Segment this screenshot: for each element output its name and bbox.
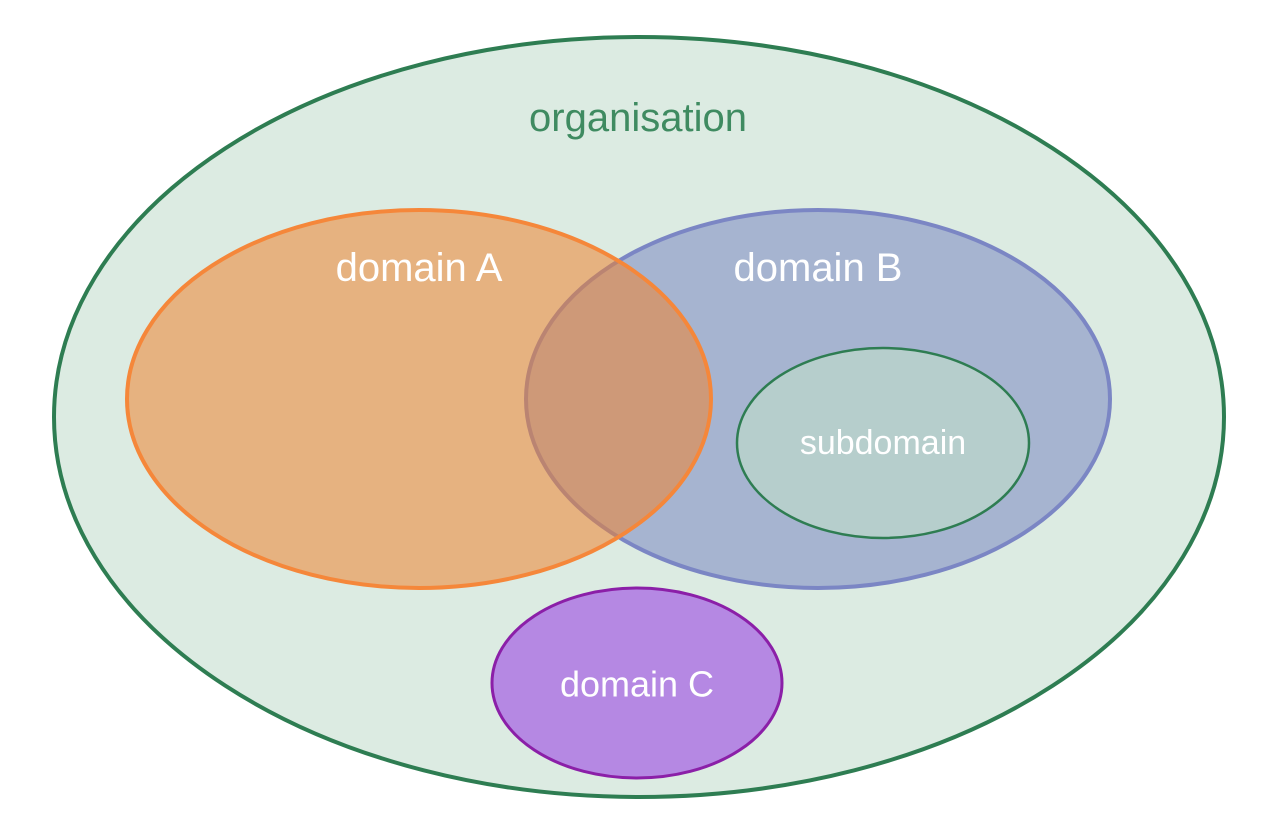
subdomain-label: subdomain [800, 424, 966, 462]
subdomain-ellipse [735, 346, 1031, 540]
domain-c-label: domain C [560, 664, 714, 705]
organisation-label: organisation [529, 96, 747, 140]
domain-c-ellipse [490, 586, 784, 780]
domain-a-label: domain A [336, 246, 503, 290]
domain-b-label: domain B [734, 246, 903, 290]
domain-a-ellipse [125, 208, 713, 590]
